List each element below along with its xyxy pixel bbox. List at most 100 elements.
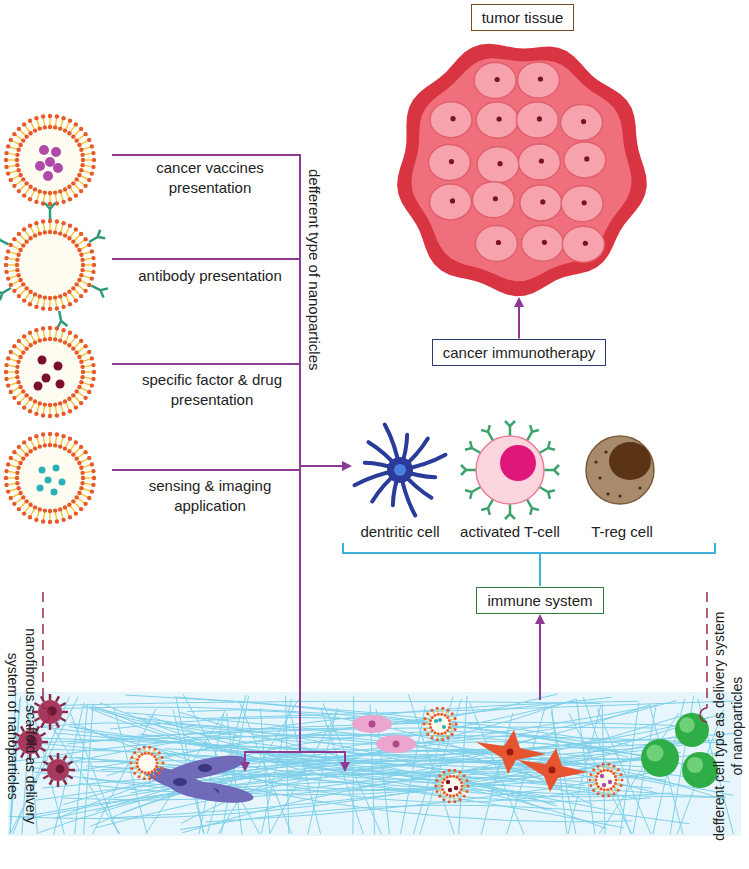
immune-cells (354, 421, 654, 519)
lipid-head (4, 483, 8, 487)
lipid-head (55, 326, 59, 330)
cargo (53, 163, 63, 173)
lipid-head (91, 270, 95, 274)
lipid-head (80, 268, 84, 272)
lipid-head (22, 334, 26, 338)
fiber (33, 772, 618, 791)
lipid-head (610, 787, 613, 790)
cargo (37, 485, 44, 492)
group-label: defferent type of nanoparticles (304, 145, 324, 395)
lipid-tail (55, 331, 56, 338)
lipid-head (74, 495, 78, 499)
fiber (352, 696, 354, 834)
lipid-head (443, 778, 446, 781)
lipid-head (595, 775, 598, 778)
lipid-head (603, 788, 606, 791)
receptor (481, 499, 493, 514)
lipid-head (431, 709, 434, 712)
lipid-head (595, 782, 598, 785)
lipid-head (15, 158, 19, 162)
scaffold-cell (47, 759, 69, 781)
treg-nucleus (609, 442, 651, 480)
lipid-tail (75, 130, 80, 135)
lipid-tail (43, 513, 44, 520)
lipid-tail (20, 290, 25, 295)
lipid-head (58, 294, 62, 298)
lipid-tail (66, 296, 69, 302)
lipid-head (9, 138, 13, 142)
receptor (527, 425, 539, 440)
lipid-tail (43, 300, 44, 307)
lipid-head (6, 489, 10, 493)
lipid-tail (13, 281, 19, 284)
lipid-tail (9, 365, 16, 366)
lipid-head (83, 184, 87, 188)
lipid-head (15, 375, 19, 379)
lipid-head (74, 350, 78, 354)
lipid-tail (55, 437, 56, 444)
lipid-head (79, 189, 83, 193)
lipid-tail (75, 185, 80, 190)
lipid-head (463, 774, 466, 777)
lipid-head (74, 298, 78, 302)
cargo (602, 783, 606, 787)
lipid-head (74, 193, 78, 197)
lipid-head (43, 125, 47, 129)
lipid-head (620, 784, 623, 787)
lipid-tail (439, 789, 441, 791)
treg-body (586, 436, 654, 504)
lipid-head (74, 511, 78, 515)
lipid-tail (85, 153, 92, 154)
lipid-head (436, 707, 439, 710)
lipid-head (48, 307, 52, 311)
lipid-head (68, 302, 72, 306)
fiber (196, 701, 734, 719)
lipid-head (67, 131, 71, 135)
lipid-head (77, 385, 81, 389)
lipid-head (79, 507, 83, 511)
tumor-nucleus (539, 158, 544, 163)
lipid-tail (31, 296, 34, 302)
lipid-head (4, 370, 8, 374)
lipid-head (83, 132, 87, 136)
cargo (43, 171, 53, 181)
lipid-head (9, 390, 13, 394)
spindle-cell (162, 750, 248, 785)
process-box: immune system (476, 587, 603, 614)
cell-spike (50, 780, 53, 785)
lipid-tail (75, 290, 80, 295)
lipid-head (15, 370, 19, 374)
lipid-head (155, 765, 158, 768)
sphere-cell (641, 739, 679, 777)
lipid-head (431, 716, 434, 719)
lipid-head (612, 772, 615, 775)
lipid-head (156, 762, 159, 765)
cell-nucleus (56, 765, 65, 774)
lipid-tail (71, 293, 75, 299)
lipid-head (71, 239, 75, 243)
lipid-head (454, 717, 457, 720)
lipid-head (61, 328, 65, 332)
lipid-head (38, 401, 42, 405)
lipid-head (602, 763, 605, 766)
lipid-head (28, 502, 32, 506)
lipid-tail (592, 779, 594, 780)
lipid-head (53, 508, 57, 512)
lipid-tail (451, 727, 453, 729)
lipid-head (441, 738, 444, 741)
lipid-tail (78, 240, 84, 244)
lipid-tail (8, 159, 15, 160)
lipid-head (12, 344, 16, 348)
liposome (589, 763, 624, 798)
lipid-head (24, 452, 28, 456)
cell-nucleus (393, 741, 400, 748)
cargo (59, 479, 66, 486)
lipid-head (9, 178, 13, 182)
lipid-head (16, 148, 20, 152)
lipid-head (9, 456, 13, 460)
lipid-tail (156, 771, 158, 772)
lipid-head (41, 114, 45, 118)
lipid-head (90, 249, 94, 253)
receptor (544, 465, 559, 475)
lipid-tail (78, 347, 84, 351)
